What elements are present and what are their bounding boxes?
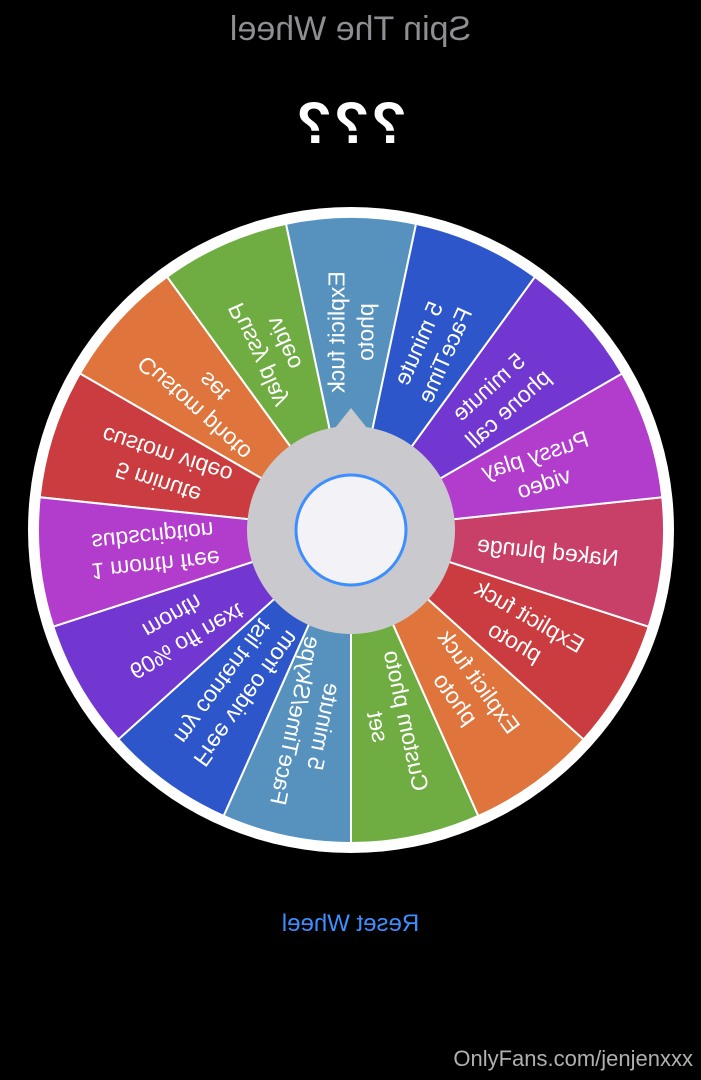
result-display: ??? [294, 91, 407, 156]
watermark-text: OnlyFans.com/jenjenxxx [453, 1046, 693, 1071]
spin-button[interactable] [294, 473, 408, 587]
wheel-hub [247, 408, 455, 634]
wheel-pointer-icon [331, 408, 371, 432]
page-title: Spin The Wheel [229, 10, 472, 48]
reset-wheel-button[interactable]: Reset Wheel [281, 910, 420, 937]
wheel-segment[interactable] [284, 216, 418, 531]
